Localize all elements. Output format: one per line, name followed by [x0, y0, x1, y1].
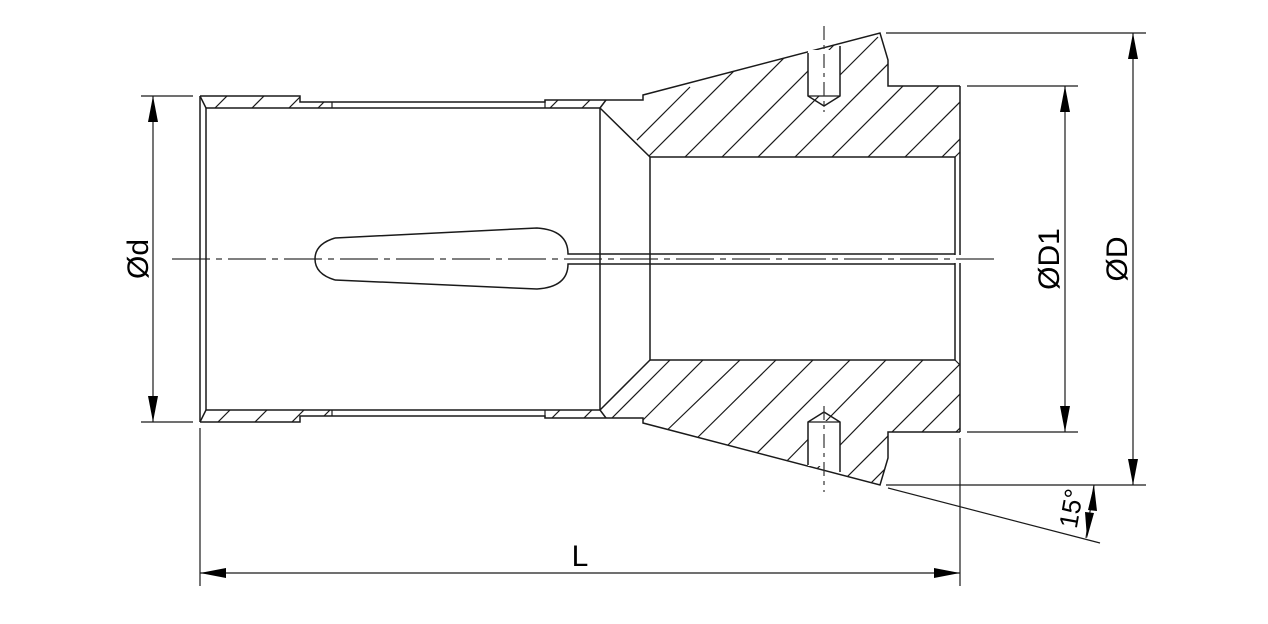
collet-slot — [314, 227, 955, 290]
collet-body-top-thin-section — [199, 95, 606, 109]
label-length: L — [572, 540, 589, 573]
internal-edges — [599, 86, 961, 432]
collet-body-bottom-thin-section — [199, 409, 606, 423]
dimension-taper-angle — [887, 484, 1101, 544]
label-inner-diameter: Ød — [122, 239, 155, 279]
dimension-inner-diameter — [141, 95, 193, 423]
label-taper-angle: 15° — [1053, 486, 1089, 530]
collet-head-bottom-section — [599, 359, 960, 492]
label-outer-diameter: ØD — [1101, 237, 1134, 282]
left-end-face — [199, 96, 207, 422]
collet-head-top-section — [599, 26, 960, 158]
dimension-outer-diameter — [886, 32, 1146, 486]
dimension-shoulder-diameter — [967, 85, 1078, 433]
dimension-length — [199, 428, 961, 586]
label-shoulder-diameter: ØD1 — [1033, 228, 1066, 290]
